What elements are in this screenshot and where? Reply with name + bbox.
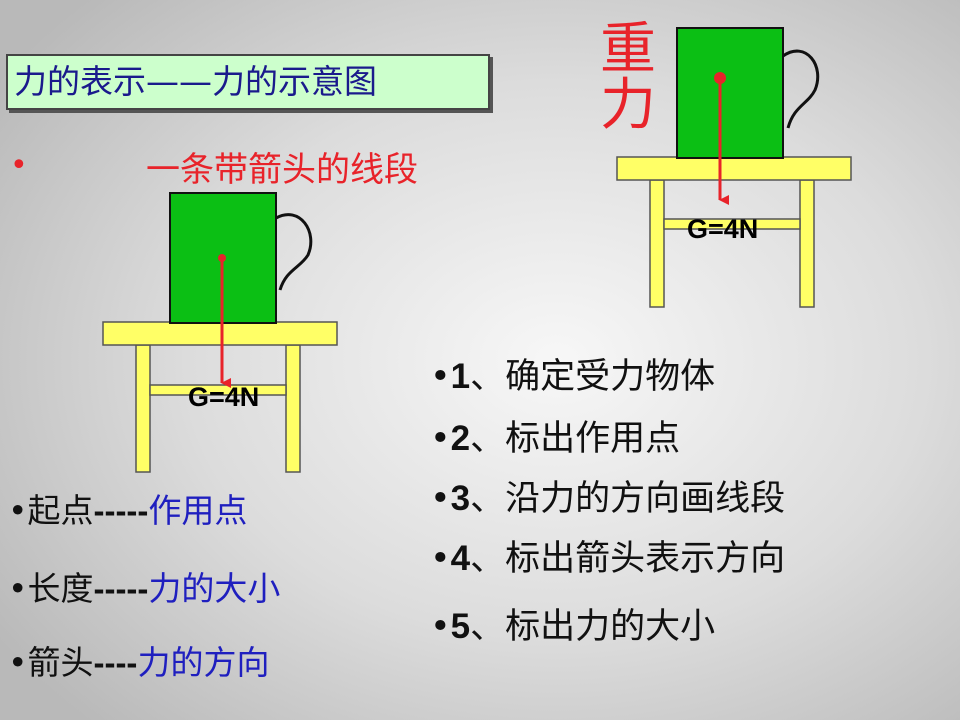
step-number: 1 <box>450 357 471 396</box>
right-cup <box>676 27 820 159</box>
item-term: 起点 <box>27 491 94 530</box>
right-force-label: G=4N <box>687 214 759 244</box>
list-bullet: • <box>430 607 451 647</box>
list-bullet: • <box>430 539 451 579</box>
step-number: 2 <box>450 419 471 458</box>
item-meaning: 作用点 <box>148 491 248 530</box>
step-text: 、标出箭头表示方向 <box>470 539 786 579</box>
step-3: •3、沿力的方向画线段 <box>430 470 785 521</box>
step-text: 、标出作用点 <box>470 419 681 459</box>
step-text: 、沿力的方向画线段 <box>470 479 786 519</box>
item-dash: ---- <box>93 644 138 681</box>
title-dash: —— <box>146 62 212 101</box>
left-item-arrow: •箭头----力的方向 <box>8 636 269 684</box>
step-text: 、确定受力物体 <box>470 357 716 397</box>
step-5: •5、标出力的大小 <box>430 598 715 649</box>
right-force-arrow <box>714 72 729 205</box>
item-term: 箭头 <box>27 643 94 682</box>
item-dash: ----- <box>93 492 149 529</box>
left-cup <box>169 192 313 324</box>
title-main: 力的示意图 <box>212 62 377 101</box>
step-number: 4 <box>450 539 471 578</box>
left-item-start: •起点-----作用点 <box>8 484 247 532</box>
gravity-label: 重力 <box>600 17 656 138</box>
step-number: 3 <box>450 479 471 518</box>
step-1: •1、确定受力物体 <box>430 348 715 399</box>
list-bullet: • <box>430 479 451 519</box>
slide-title: 力的表示——力的示意图 <box>6 54 490 110</box>
list-bullet: • <box>430 419 451 459</box>
left-item-length: •长度-----力的大小 <box>8 562 280 610</box>
item-dash: ----- <box>93 570 149 607</box>
list-bullet: • <box>430 357 451 397</box>
left-force-arrow <box>218 254 231 388</box>
step-4: •4、标出箭头表示方向 <box>430 530 785 581</box>
left-table <box>102 321 338 473</box>
title-prefix: 力的表示 <box>14 62 146 101</box>
right-table <box>616 156 852 308</box>
list-bullet: • <box>8 569 28 608</box>
item-meaning: 力的方向 <box>137 643 270 682</box>
step-2: •2、标出作用点 <box>430 410 680 461</box>
subtitle-bullet: • <box>10 148 28 183</box>
step-number: 5 <box>450 607 471 646</box>
subtitle: 一条带箭头的线段 <box>146 150 418 190</box>
item-term: 长度 <box>27 569 94 608</box>
step-text: 、标出力的大小 <box>470 607 716 647</box>
left-force-label: G=4N <box>188 382 260 412</box>
list-bullet: • <box>8 491 28 530</box>
list-bullet: • <box>8 643 28 682</box>
item-meaning: 力的大小 <box>148 569 281 608</box>
